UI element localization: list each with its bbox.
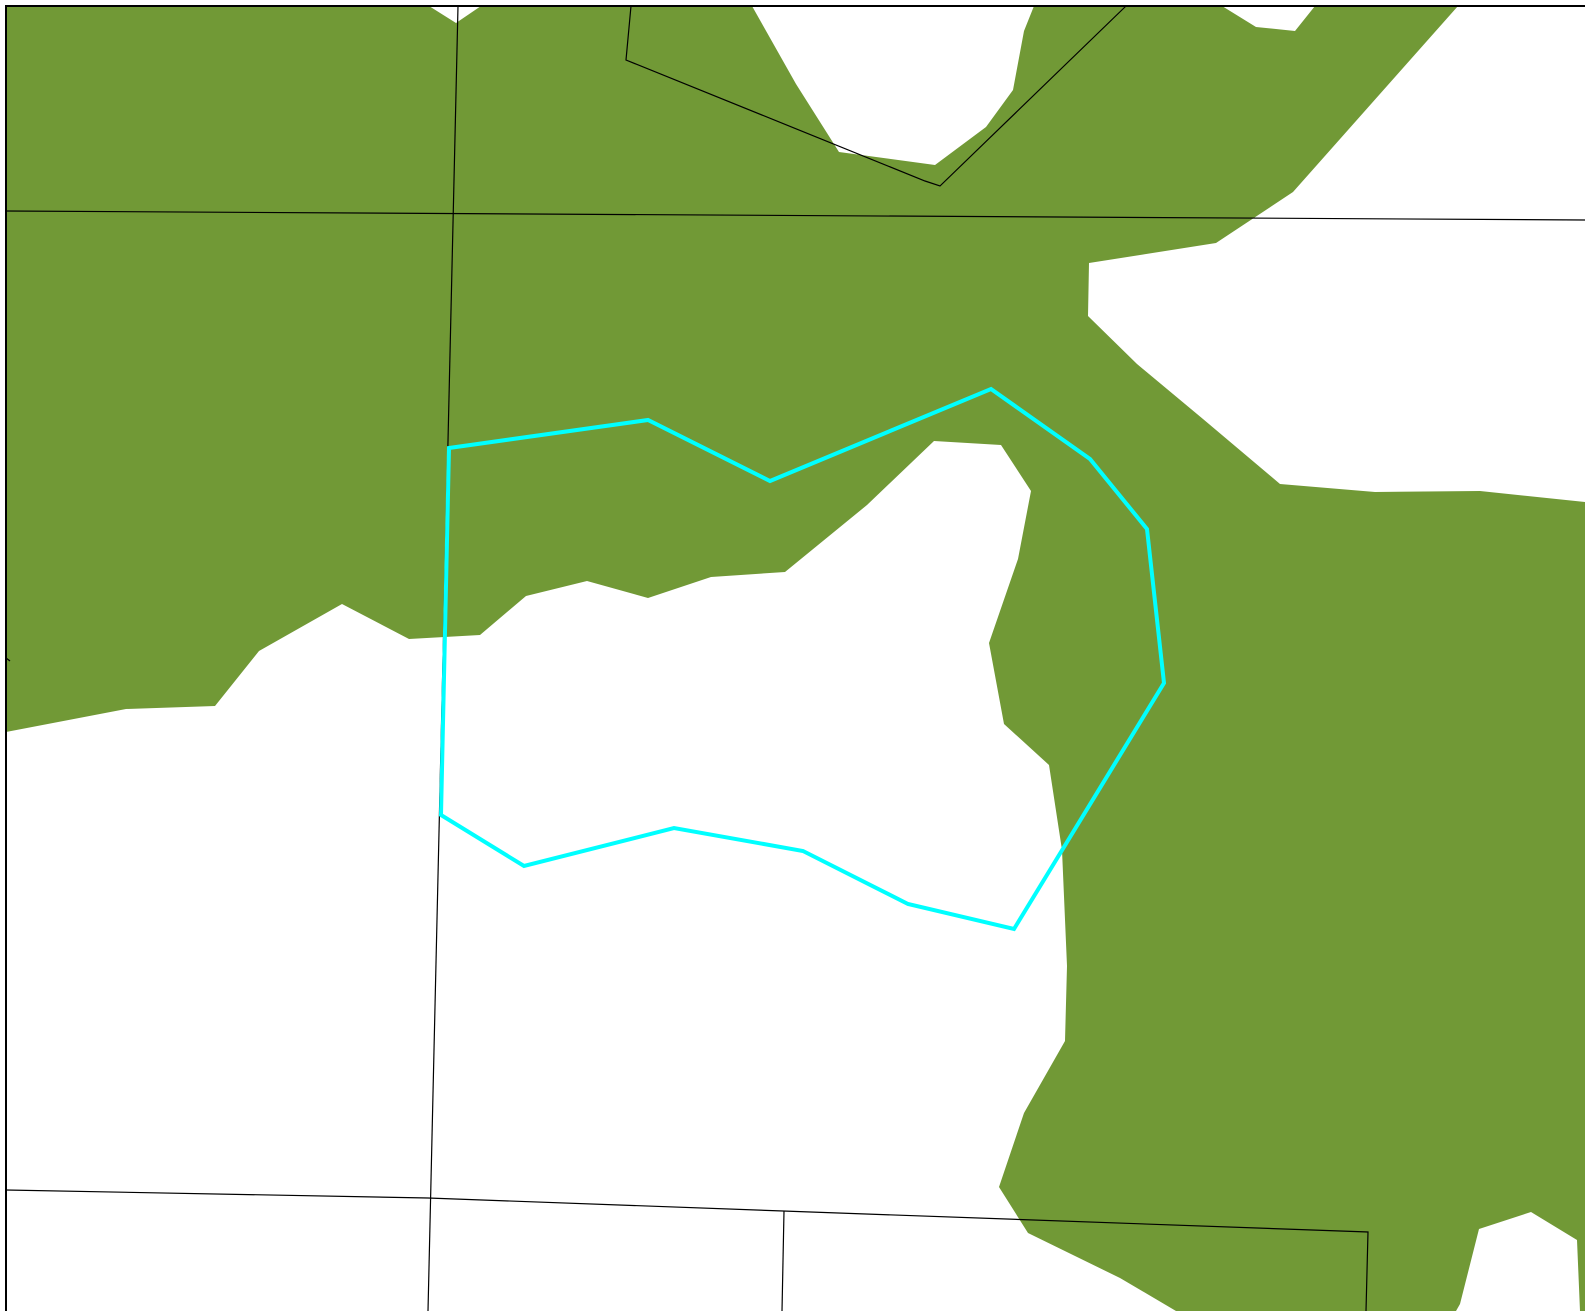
boundary-line-north-horizontal [5,210,1585,221]
map-frame [5,5,1585,1311]
boundary-line-northeast [625,5,1127,187]
selected-region-outline[interactable] [438,386,1167,932]
boundary-lines [5,5,1585,1311]
land-layer [6,6,1585,1311]
land-area[interactable] [6,6,1585,1311]
selection-layer [438,386,1167,932]
boundary-line-south-vertical [781,1210,785,1311]
boundary-line-south [5,1189,1369,1311]
